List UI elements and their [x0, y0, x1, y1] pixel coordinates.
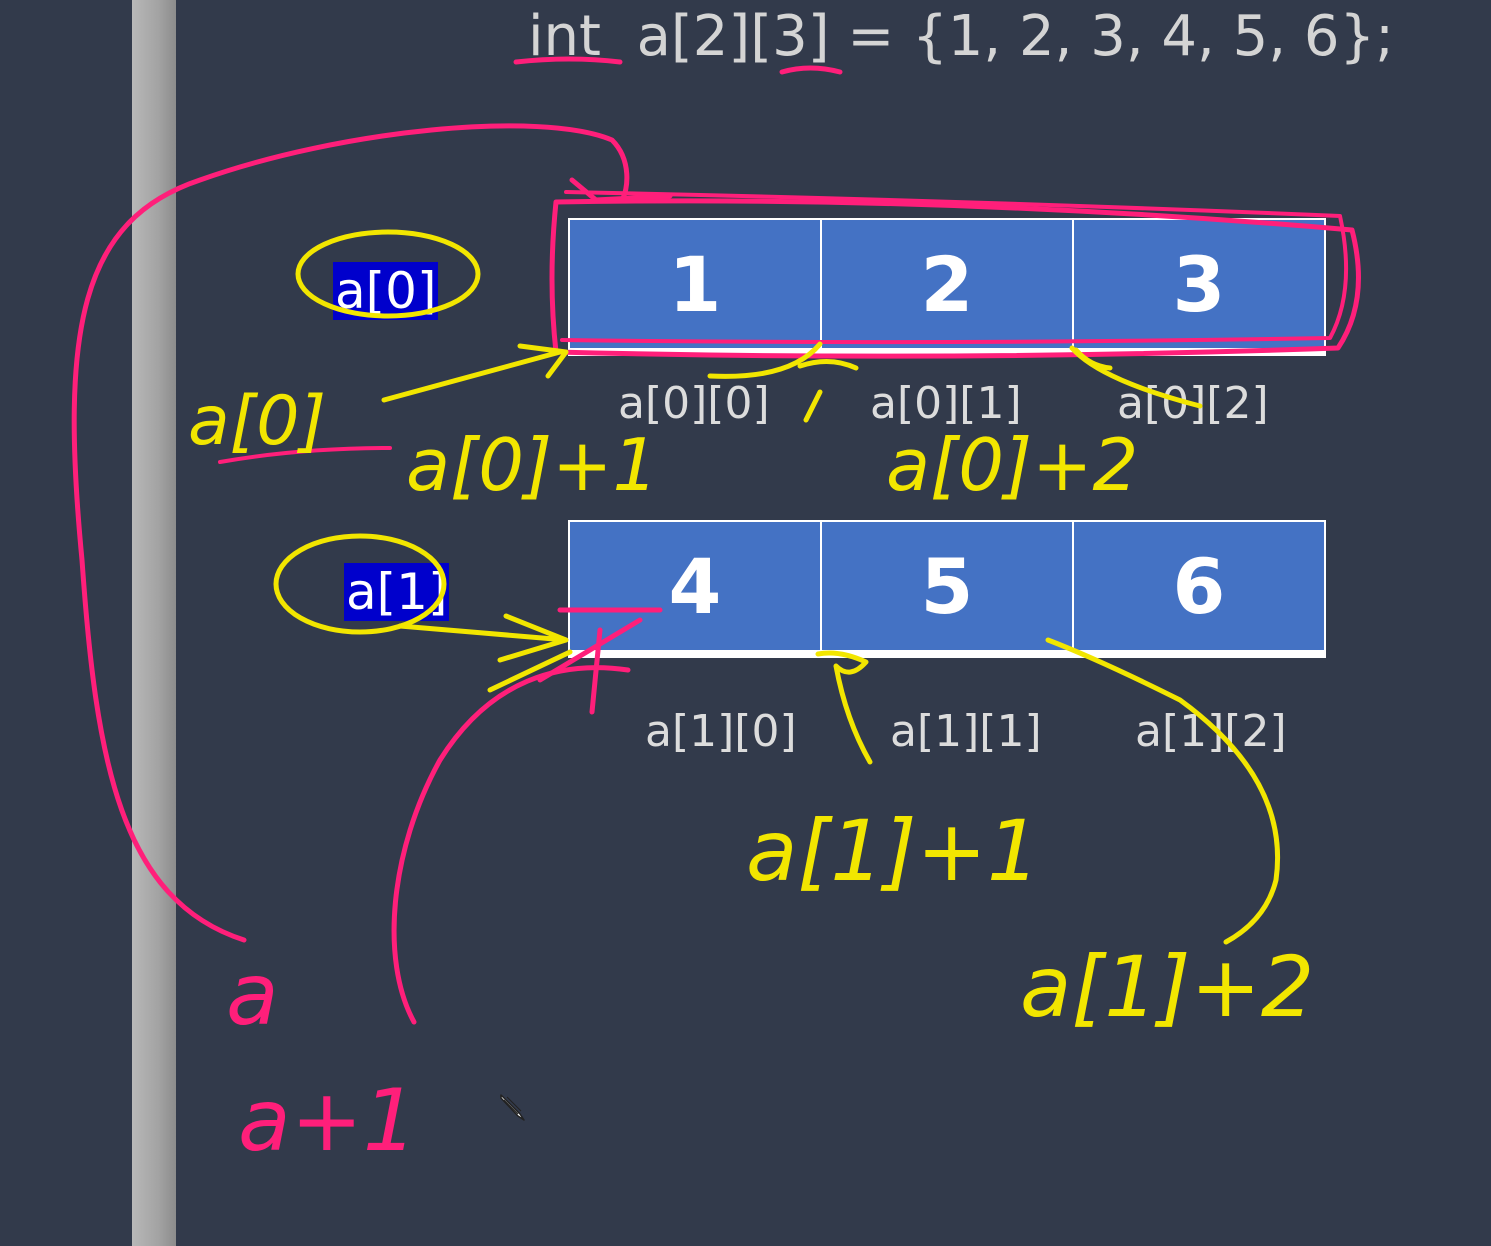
- arrow-a0-to-cell: [381, 343, 569, 403]
- underline-a0-annotation: [218, 446, 392, 464]
- element-label-1-1: a[1][1]: [890, 706, 1042, 757]
- annotation-a0-plus-2: a[0]+2: [886, 423, 1138, 507]
- element-label-0-2: a[0][2]: [1117, 378, 1269, 429]
- element-label-1-0: a[1][0]: [645, 706, 797, 757]
- annotation-a1-plus-1: a[1]+1: [746, 802, 1040, 900]
- row-label-a1: a[1]: [344, 563, 450, 621]
- annotation-a1-plus-2: a[1]+2: [1020, 938, 1314, 1036]
- arrow-a1-to-cell: [397, 613, 573, 693]
- side-bar: [132, 0, 176, 1246]
- annotation-a-plus-1: a+1: [238, 1071, 417, 1171]
- row-label-a0: a[0]: [333, 262, 439, 320]
- annotation-a0: a[0]: [188, 382, 326, 461]
- connector-a1-plus-1: [815, 650, 873, 765]
- arrowhead-a: [569, 177, 673, 203]
- array-row-0: 1 2 3: [568, 218, 1326, 356]
- connector-a1-plus-2: [1045, 637, 1281, 945]
- array-cell-0-2: 3: [1072, 218, 1326, 356]
- annotation-a: a: [226, 945, 279, 1045]
- array-cell-1-2: 6: [1072, 520, 1326, 658]
- annotation-a0-plus-1: a[0]+1: [406, 423, 658, 507]
- array-cell-1-1: 5: [820, 520, 1074, 658]
- element-label-0-1: a[0][1]: [870, 378, 1022, 429]
- element-label-0-0: a[0][0]: [618, 378, 770, 429]
- pencil-cursor-icon: [500, 1094, 525, 1121]
- array-cell-0-1: 2: [820, 218, 1074, 356]
- array-cell-1-0: 4: [568, 520, 822, 658]
- array-cell-0-0: 1: [568, 218, 822, 356]
- element-label-1-2: a[1][2]: [1135, 706, 1287, 757]
- pointer-a-plus-1-to-row1: [391, 665, 631, 1025]
- array-row-1: 4 5 6: [568, 520, 1326, 658]
- array-declaration: int a[2][3] = {1, 2, 3, 4, 5, 6};: [528, 4, 1395, 69]
